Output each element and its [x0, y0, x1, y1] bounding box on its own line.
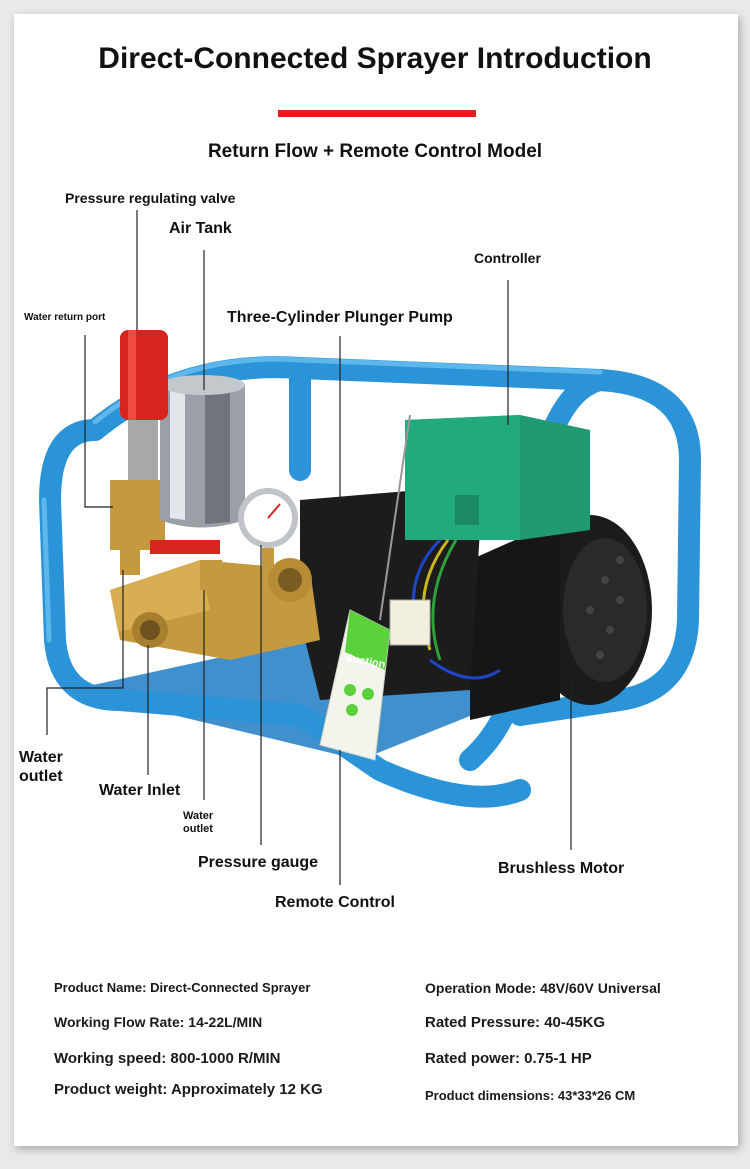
- brass-pump-head: [110, 480, 320, 660]
- title-accent-bar: [278, 110, 476, 117]
- label-air-tank: Air Tank: [169, 220, 232, 237]
- wire-connector: [389, 599, 431, 646]
- brushless-motor: [470, 515, 652, 720]
- spec-product-name: Product Name: Direct-Connected Sprayer: [54, 980, 311, 995]
- frame-highlight: [41, 356, 603, 643]
- page-title: Direct-Connected Sprayer Introduction: [98, 42, 652, 75]
- frame-left-loop: [39, 419, 531, 808]
- air-tank-device: [160, 375, 245, 528]
- pressure-gauge-device: [238, 488, 298, 568]
- leader-water-return-port: [84, 335, 113, 508]
- label-water-outlet-bottom: Water outlet: [183, 810, 214, 836]
- sprayer-illustration: Suction: [39, 210, 701, 885]
- pressure-regulating-valve-device: [120, 330, 168, 480]
- remote-control-device: Suction: [319, 414, 411, 761]
- label-controller: Controller: [474, 250, 541, 266]
- label-water-outlet-left: Water outlet: [19, 749, 63, 786]
- leader-lines: [46, 210, 572, 885]
- label-water-return-port: Water return port: [24, 312, 106, 323]
- label-three-cylinder-pump: Three-Cylinder Plunger Pump: [227, 309, 453, 326]
- spec-working-flow-rate: Working Flow Rate: 14-22L/MIN: [54, 1014, 263, 1030]
- controller-box: [405, 415, 590, 540]
- label-pressure-gauge: Pressure gauge: [198, 854, 319, 871]
- model-subtitle: Return Flow + Remote Control Model: [207, 141, 543, 162]
- label-remote-control: Remote Control: [275, 894, 395, 911]
- spec-product-weight: Product weight: Approximately 12 KG: [54, 1081, 323, 1098]
- leader-water-outlet-left: [46, 570, 124, 735]
- spec-working-speed: Working speed: 800-1000 R/MIN: [54, 1050, 281, 1067]
- accent-bar-fill: [278, 110, 476, 117]
- label-water-inlet: Water Inlet: [99, 782, 181, 799]
- spec-product-dimensions: Product dimensions: 43*33*26 CM: [425, 1088, 636, 1103]
- label-brushless-motor: Brushless Motor: [498, 860, 625, 877]
- spec-rated-pressure: Rated Pressure: 40-45KG: [425, 1014, 606, 1031]
- spec-rated-power: Rated power: 0.75-1 HP: [425, 1050, 592, 1067]
- label-pressure-regulating-valve: Pressure regulating valve: [65, 190, 236, 206]
- spec-operation-mode: Operation Mode: 48V/60V Universal: [425, 980, 661, 996]
